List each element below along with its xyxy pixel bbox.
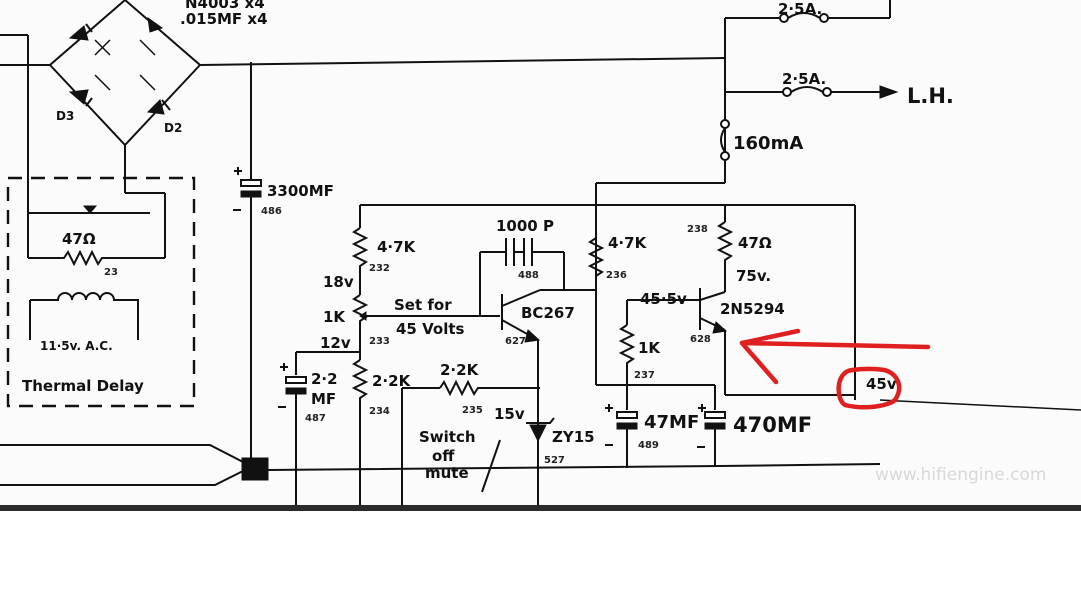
bridge-caps-label: .015MF x4	[180, 10, 268, 28]
switch-label-3: mute	[425, 464, 469, 482]
r-1k-b-ref: 237	[634, 370, 655, 381]
r-47k-b-ref: 236	[606, 270, 627, 281]
c-main-label: 3300MF	[267, 182, 334, 200]
r-47k-a-label: 4·7K	[377, 238, 417, 256]
v-12-label: 12v	[320, 334, 351, 352]
set-volts-label: 45 Volts	[396, 320, 465, 338]
r-1k-pot-label: 1K	[323, 308, 346, 326]
c-22-label: 2·2	[311, 370, 338, 388]
bc267-label: BC267	[521, 304, 575, 322]
annotation-circle	[836, 366, 902, 410]
r-47k-b-label: 4·7K	[608, 234, 648, 252]
schematic-diagram: N4003 x4 .015MF x4 D3 D2 47Ω 23 11·5v. A…	[0, 0, 1081, 505]
zener-ref: 527	[544, 455, 565, 466]
thermal-ac-label: 11·5v. A.C.	[40, 339, 113, 353]
red-annotation	[739, 328, 931, 410]
v-18-label: 18v	[323, 273, 354, 291]
watermark: www.hifiengine.com	[875, 465, 1046, 485]
r-47k-a-ref: 232	[369, 263, 390, 274]
q-2n5294-label: 2N5294	[720, 300, 785, 318]
schematic-scan: N4003 x4 .015MF x4 D3 D2 47Ω 23 11·5v. A…	[0, 0, 1081, 505]
c-47mf-ref: 489	[638, 440, 659, 451]
v-455-label: 45·5v	[640, 290, 687, 308]
c-1000p-label: 1000 P	[496, 217, 554, 235]
d2-label: D2	[164, 121, 182, 135]
thermal-res-label: 47Ω	[62, 230, 96, 248]
bridge-rectifier	[0, 0, 726, 213]
annotation-arrow-head	[739, 328, 801, 385]
thermal-res-ref: 23	[104, 267, 118, 278]
c-47mf-label: 47MF	[644, 412, 699, 433]
r-1k-b-label: 1K	[638, 339, 661, 357]
thermal-delay-box	[6, 176, 196, 408]
lh-label: L.H.	[907, 84, 954, 108]
r-22k-b-ref: 235	[462, 405, 483, 416]
r-22k-b-label: 2·2K	[440, 361, 480, 379]
blank-background	[0, 511, 1081, 608]
c-1000p-ref: 488	[518, 270, 539, 281]
d3-label: D3	[56, 109, 74, 123]
image-bottom-edge	[0, 505, 1081, 511]
ground-rails	[0, 399, 1081, 486]
thermal-title: Thermal Delay	[22, 377, 144, 395]
set-for-label: Set for	[394, 296, 452, 314]
fuse-160-label: 160mA	[733, 133, 803, 154]
c-main-ref: 486	[261, 206, 282, 217]
fuse-b-label: 2·5A.	[782, 70, 826, 88]
c-22-mf-label: MF	[311, 390, 336, 408]
out-45-label: 45v	[866, 375, 897, 393]
main-filter-capacitor	[233, 62, 269, 481]
bc267-ref: 627	[505, 336, 526, 347]
v-15-label: 15v	[494, 405, 525, 423]
switch-label-2: off	[432, 447, 455, 465]
r-1k-pot-ref: 233	[369, 336, 390, 347]
r-47-b-ref: 238	[687, 224, 708, 235]
fuse-a-label: 2·5A.	[778, 0, 822, 18]
c-22-ref: 487	[305, 413, 326, 424]
c-470mf-label: 470MF	[733, 413, 812, 437]
zener-label: ZY15	[552, 428, 595, 446]
v-75-label: 75v.	[736, 267, 771, 285]
polarity-marks	[278, 363, 706, 448]
switch-label-1: Switch	[419, 428, 476, 446]
q-2n5294-ref: 628	[690, 334, 711, 345]
annotation-arrow-shaft	[739, 340, 931, 350]
regulator-wiring	[285, 182, 856, 505]
fuse-section	[720, 0, 899, 183]
r-22k-a-ref: 234	[369, 406, 390, 417]
r-22k-a-label: 2·2K	[372, 372, 412, 390]
bridge-diodes-label: N4003 x4	[185, 0, 265, 12]
r-47-b-label: 47Ω	[738, 234, 772, 252]
